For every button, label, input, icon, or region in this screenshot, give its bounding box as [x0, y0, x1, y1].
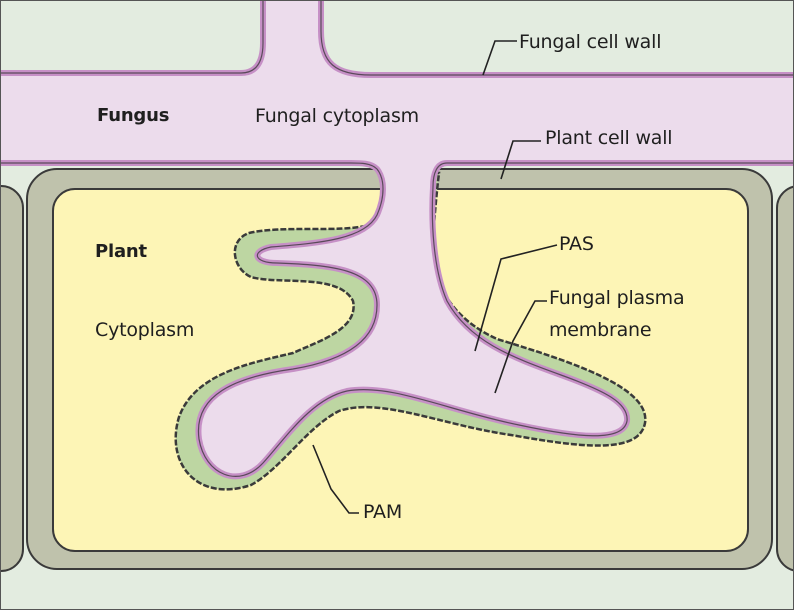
- label-plant: Plant: [95, 241, 147, 262]
- label-fungal-plasma: Fungal plasma: [549, 287, 684, 309]
- leader-fungal-cell-wall: [483, 41, 517, 75]
- label-membrane: membrane: [549, 319, 651, 341]
- label-fungal-cell-wall: Fungal cell wall: [519, 31, 661, 53]
- label-fungus: Fungus: [97, 105, 169, 126]
- label-pas: PAS: [559, 233, 594, 255]
- label-fungal-cytoplasm: Fungal cytoplasm: [255, 105, 419, 127]
- right-neighbour-plant-cell: [777, 186, 794, 571]
- label-pam: PAM: [363, 501, 402, 523]
- label-cytoplasm: Cytoplasm: [95, 319, 194, 341]
- label-plant-cell-wall: Plant cell wall: [545, 127, 672, 149]
- left-neighbour-plant-cell: [1, 186, 23, 571]
